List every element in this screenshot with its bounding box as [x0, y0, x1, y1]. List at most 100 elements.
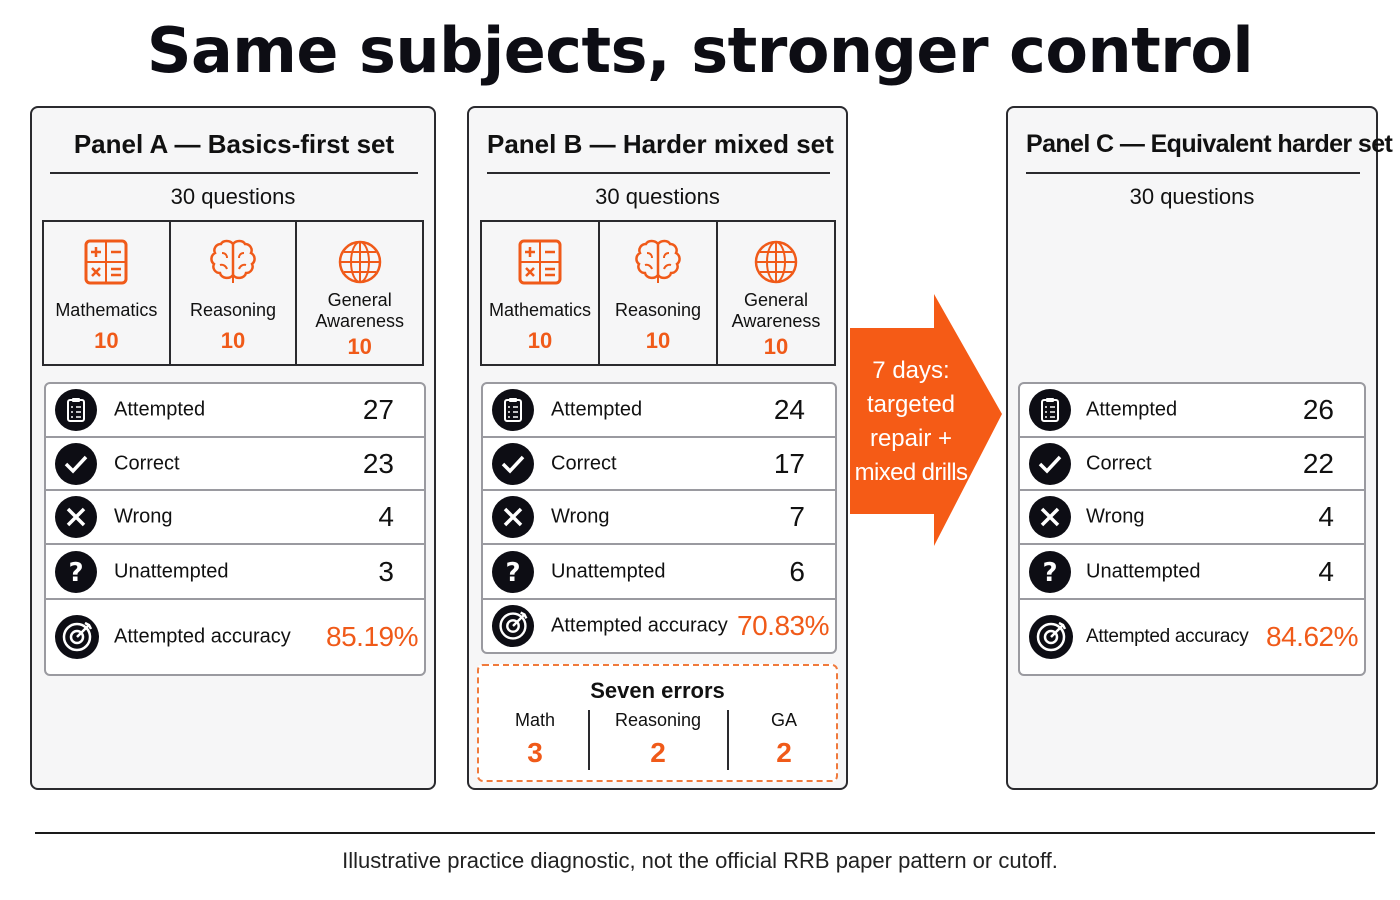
stat-label: Wrong — [1086, 505, 1145, 528]
calculator-icon — [518, 239, 562, 285]
stat-row-correct: Correct 23 — [46, 438, 424, 491]
errors-breakdown: Seven errors Math 3 Reasoning 2 GA 2 — [477, 664, 838, 782]
stat-label: Attempted — [551, 398, 643, 421]
subject-name-line2: Awareness — [315, 311, 405, 331]
panel-c-title: Panel C — Equivalent harder set — [1026, 126, 1393, 174]
stat-label: Correct — [1086, 452, 1152, 474]
stat-label: Attempted accuracy — [114, 625, 291, 648]
stat-label: Attempted — [1086, 398, 1178, 421]
stat-row-attempted: Attempted 27 — [46, 384, 424, 438]
stat-value: 3 — [378, 555, 394, 587]
stat-label: Wrong — [551, 505, 610, 528]
stat-label: Wrong — [114, 505, 173, 528]
error-ga: GA 2 — [735, 710, 833, 772]
transition-arrow-icon — [850, 294, 1002, 546]
panel-c-stats: Attempted 26 Correct 22 Wrong 4 ? Unatte… — [1018, 382, 1366, 676]
stat-value: 4 — [1318, 501, 1334, 532]
target-icon — [491, 604, 535, 648]
stat-value-accuracy: 85.19% — [326, 621, 418, 652]
panel-b: Panel B — Harder mixed set 30 questions … — [467, 106, 848, 790]
check-icon — [1029, 442, 1071, 485]
target-icon — [1029, 615, 1073, 659]
page-title: Same subjects, stronger control — [146, 14, 1254, 87]
stat-row-accuracy: Attempted accuracy 85.19% — [46, 600, 424, 674]
stat-value-accuracy: 70.83% — [737, 610, 829, 641]
stat-label: Attempted accuracy — [551, 614, 728, 637]
subject-name: Reasoning — [614, 300, 702, 320]
question-icon: ? — [492, 550, 534, 593]
stat-value: 22 — [1302, 447, 1334, 479]
stat-value: 17 — [773, 447, 805, 479]
stat-value-accuracy: 84.62% — [1266, 621, 1358, 652]
arrow-line-4: mixed drills — [854, 459, 968, 486]
stat-label: Unattempted — [1086, 560, 1201, 582]
target-icon — [55, 615, 99, 659]
check-icon — [55, 442, 97, 485]
arrow-line-3: repair + — [869, 425, 953, 452]
stat-label: Unattempted — [551, 560, 666, 582]
stat-label: Unattempted — [114, 560, 229, 582]
stat-row-wrong: Wrong 7 — [483, 491, 835, 545]
error-name: Math — [514, 710, 556, 730]
subject-name: Reasoning — [189, 300, 277, 320]
panel-c-subtitle: 30 questions — [1129, 184, 1255, 209]
svg-text:?: ? — [505, 558, 520, 588]
stat-label: Correct — [114, 452, 180, 474]
subject-count: 10 — [763, 334, 789, 359]
subject-reasoning: Reasoning 10 — [600, 222, 718, 364]
stat-value: 4 — [1318, 555, 1334, 587]
error-divider — [727, 710, 729, 770]
brain-icon — [210, 239, 256, 283]
error-divider — [588, 710, 590, 770]
stat-value: 6 — [789, 555, 805, 587]
stat-value: 24 — [773, 394, 805, 425]
stat-value: 27 — [362, 394, 394, 425]
globe-icon — [338, 240, 381, 284]
error-value: 2 — [776, 737, 792, 768]
stat-label: Correct — [551, 452, 617, 474]
stat-row-correct: Correct 17 — [483, 438, 835, 491]
subject-name-line1: General — [327, 290, 392, 310]
clipboard-icon — [55, 389, 97, 431]
x-icon — [492, 496, 534, 538]
panel-b-stats: Attempted 24 Correct 17 Wrong 7 ? Unatte… — [481, 382, 837, 654]
subject-reasoning: Reasoning 10 — [171, 222, 298, 364]
footer-divider — [35, 832, 1375, 834]
clipboard-icon — [1029, 389, 1071, 431]
stat-value: 23 — [362, 447, 394, 479]
errors-title: Seven errors — [590, 678, 725, 703]
check-icon — [492, 442, 534, 485]
subject-mathematics: Mathematics 10 — [44, 222, 171, 364]
panel-b-subtitle: 30 questions — [595, 184, 720, 209]
subject-count: 10 — [347, 334, 372, 359]
stat-row-attempted: Attempted 24 — [483, 384, 835, 438]
error-value: 2 — [650, 737, 666, 768]
subject-name-line1: General — [743, 290, 809, 310]
footnote: Illustrative practice diagnostic, not th… — [342, 848, 1058, 873]
stat-value: 7 — [789, 501, 805, 532]
subject-mathematics: Mathematics 10 — [482, 222, 600, 364]
error-reasoning: Reasoning 2 — [597, 710, 719, 772]
globe-icon — [754, 240, 798, 284]
subject-name: Mathematics — [488, 300, 592, 320]
stat-value: 26 — [1302, 394, 1334, 425]
svg-text:?: ? — [1042, 558, 1057, 588]
subject-name: Mathematics — [55, 300, 158, 320]
svg-text:?: ? — [68, 558, 83, 588]
arrow-line-2: targeted — [866, 391, 956, 418]
panel-a: Panel A — Basics-first set 30 questions … — [30, 106, 436, 790]
error-name: Reasoning — [614, 710, 702, 730]
stat-row-unattempted: ? Unattempted 3 — [46, 545, 424, 600]
panel-a-title: Panel A — Basics-first set — [50, 126, 418, 174]
subject-name-line2: Awareness — [731, 311, 821, 331]
stat-row-wrong: Wrong 4 — [46, 491, 424, 545]
panel-b-title: Panel B — Harder mixed set — [487, 126, 834, 174]
subject-count: 10 — [220, 328, 246, 353]
stat-label: Attempted — [114, 398, 206, 421]
